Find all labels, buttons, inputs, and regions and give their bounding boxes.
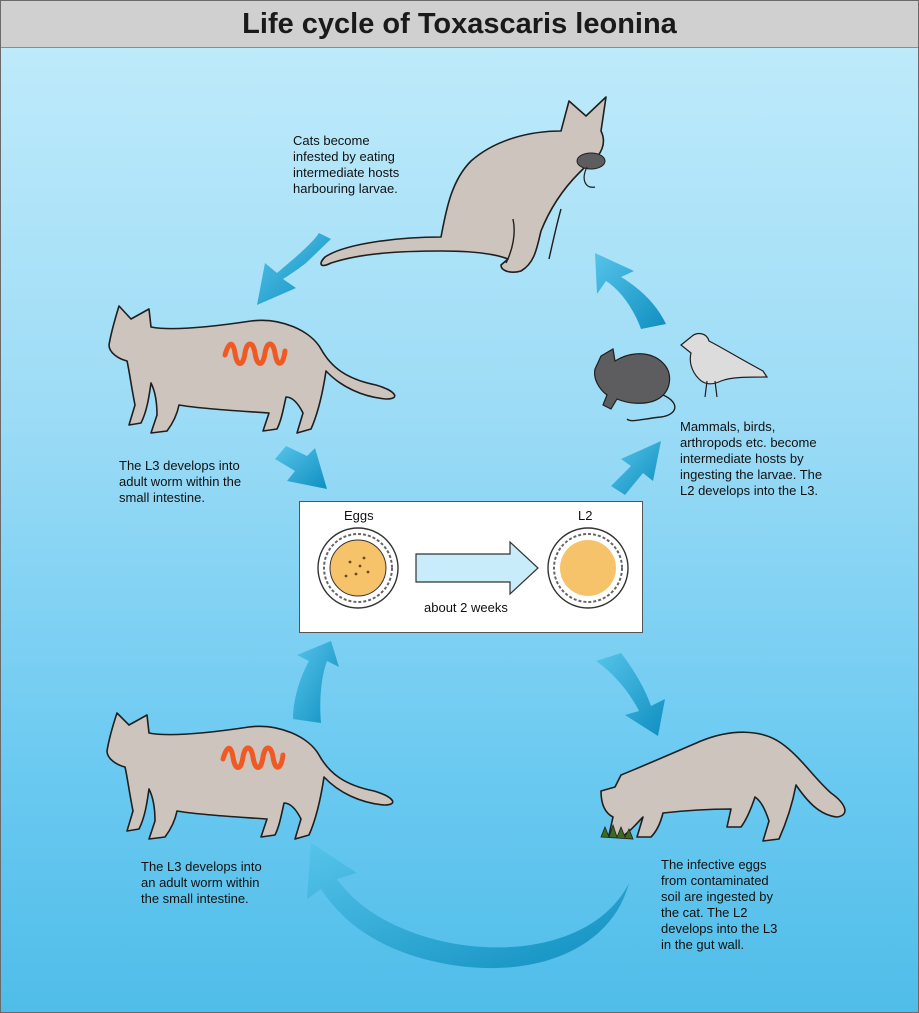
arrow-lower-cat-to-box <box>293 641 339 723</box>
eating-cat <box>601 732 845 841</box>
arrow-hosts-to-cat <box>595 253 666 329</box>
caption-eggs-ingested: The infective eggs from contaminated soi… <box>661 857 777 953</box>
arrow-cat-to-walking-cat <box>257 233 331 305</box>
duration-label: about 2 weeks <box>424 600 508 615</box>
title-bar: Life cycle of Toxascaris leonina <box>1 1 918 48</box>
rodent-host <box>595 349 675 421</box>
caption-cat-eating-prey: Cats become infested by eating intermedi… <box>293 133 399 197</box>
egg-icon <box>318 528 398 608</box>
caption-adult-worm-lower: The L3 develops into an adult worm withi… <box>141 859 262 907</box>
walking-cat-upper <box>109 306 395 433</box>
l2-larva-egg-icon <box>548 528 628 608</box>
walking-cat-lower <box>107 713 393 839</box>
diagram-title: Life cycle of Toxascaris leonina <box>242 8 677 41</box>
caption-intermediate-hosts: Mammals, birds, arthropods etc. become i… <box>680 419 822 499</box>
arrow-eating-cat-to-lower-cat <box>307 843 629 968</box>
egg-development-box: Eggs L2 about 2 weeks <box>299 501 643 633</box>
caption-adult-worm-upper: The L3 develops into adult worm within t… <box>119 458 241 506</box>
arrow-box-to-hosts <box>611 441 661 495</box>
development-arrow <box>416 542 538 594</box>
bird-host <box>681 334 767 397</box>
arrow-walking-cat-to-box <box>275 446 327 489</box>
arrow-box-to-eating-cat <box>596 653 665 736</box>
